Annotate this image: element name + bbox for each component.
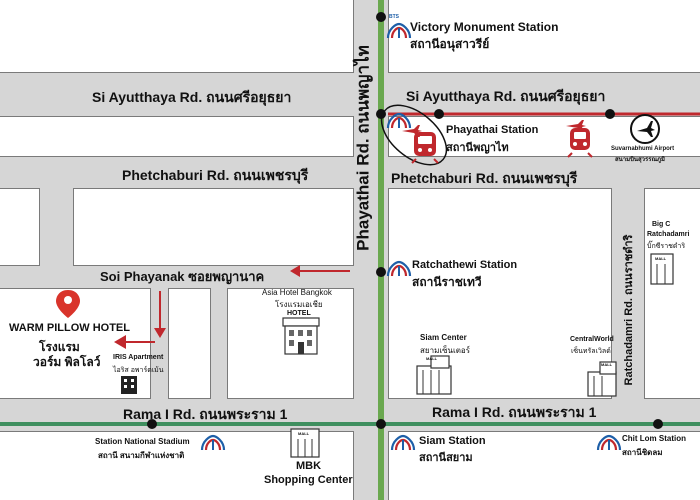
station-label-victory-th: สถานีอนุสาวรีย์ [410,37,490,51]
route-arrow-soi-head [290,265,300,277]
block-row2-left [0,116,354,157]
road-label-phetchaburi-left: Phetchaburi Rd. ถนนเพชรบุรี [122,167,309,183]
station-label-siam-th: สถานีสยาม [419,452,473,464]
station-label-phayathai-en: Phayathai Station [446,124,539,136]
siam-center-name-en: Siam Center [420,333,467,342]
airport-plane-icon [630,114,660,144]
station-dot-airport-right [605,109,615,119]
station-label-ratchathewi-en: Ratchathewi Station [412,259,518,271]
hotel-name-th-2: วอร์ม พิลโลว์ [33,355,101,369]
road-label-si-ayutthaya-left: Si Ayutthaya Rd. ถนนศรีอยุธยา [92,89,292,105]
bigc-name-th: บิ๊กซีราชดำริ [647,243,686,250]
mall-building-icon [587,361,617,397]
block-top-left [0,0,354,73]
station-dot-airport-link [434,109,444,119]
mall-sign: MALL [426,356,438,361]
station-dot-chit-lom [653,419,663,429]
block-row3-a [0,188,40,266]
mall-building-icon [650,253,674,285]
small-plane-icon [566,120,586,132]
mall-sign: MALL [655,256,667,261]
hotel-building-icon [282,317,320,355]
small-plane-icon [402,125,422,137]
hotel-name-en: WARM PILLOW HOTEL [9,322,130,334]
airport-label-th: สนามบินสุวรรณภูมิ [615,157,665,163]
station-label-siam-en: Siam Station [419,435,486,447]
station-dot-siam [376,419,386,429]
asia-hotel-name-en: Asia Hotel Bangkok [262,288,332,297]
road-label-si-ayutthaya-right: Si Ayutthaya Rd. ถนนศรีอยุธยา [406,88,606,104]
mall-building-icon [416,355,452,395]
mall-sign: MALL [601,362,613,367]
airport-label-en: Suvarnabhumi Airport [611,146,675,152]
apartment-building-icon [121,376,137,394]
road-label-phayathai: Phayathai Rd. ถนนพญาไท [353,45,373,251]
station-label-chit-lom-th: สถานีชิดลม [622,448,663,457]
block-right-center [388,188,612,399]
station-label-national-stadium-th: สถานี สนามกีฬาแห่งชาติ [98,451,185,460]
bigc-name-en-1: Big C [652,221,671,228]
block-bottom-right [388,431,700,500]
station-label-victory-en: Victory Monument Station [410,20,559,34]
asia-hotel-sign: HOTEL [287,310,311,317]
bts-logo-icon [386,22,412,39]
road-label-phetchaburi-right: Phetchaburi Rd. ถนนเพชรบุรี [391,170,578,186]
station-dot-victory [376,12,386,22]
siam-center-name-th: สยามเซ็นเตอร์ [420,346,470,355]
route-arrow-left-head [114,335,126,349]
label-bts-victory: BTS [389,14,399,20]
road-label-ratchadamri: Ratchadamri Rd. ถนนราชดำริ [623,234,635,386]
iris-name-th: ไอริส อพาร์ตเม้น [113,367,164,374]
bts-logo-icon [200,434,226,451]
bts-logo-icon [386,112,412,129]
station-dot-national-stadium [147,419,157,429]
block-far-right [644,188,700,399]
centralworld-name-en: CentralWorld [570,336,614,343]
bts-logo-icon [390,434,416,451]
hotel-name-th-1: โรงแรม [39,340,80,354]
mbk-name-1: MBK [296,460,322,472]
bts-logo-icon [386,260,412,277]
road-label-soi-phayanak: Soi Phayanak ซอยพญานาค [100,269,265,284]
road-label-rama1-right: Rama I Rd. ถนนพระราม 1 [432,404,597,420]
interchange-ellipse [380,104,448,166]
block-row3-b [73,188,354,266]
station-label-national-stadium-en: Station National Stadium [95,437,190,446]
bigc-name-en-2: Ratchadamri [647,231,690,238]
iris-name-en: IRIS Apartment [113,354,164,361]
station-label-ratchathewi-th: สถานีราชเทวี [412,275,482,289]
bts-logo-icon [596,434,622,451]
station-label-phayathai-th: สถานีพญาไท [446,142,509,154]
road-label-rama1-left: Rama I Rd. ถนนพระราม 1 [123,406,288,422]
block-mid-lower [168,288,211,399]
route-arrow-down-head [154,328,166,338]
mall-building-icon [290,428,320,458]
station-dot-ratchathewi [376,267,386,277]
mall-sign: MALL [298,431,310,436]
map-pin-icon [56,290,80,318]
airport-train-icon [567,128,593,158]
block-top-right [388,0,700,73]
asia-hotel-name-th: โรงแรมเอเชีย [275,300,323,309]
airport-train-icon [411,132,439,164]
station-label-chit-lom-en: Chit Lom Station [622,434,686,443]
centralworld-name-th: เซ็นทรัลเวิลด์ [571,348,611,355]
mbk-name-2: Shopping Center [264,474,353,486]
